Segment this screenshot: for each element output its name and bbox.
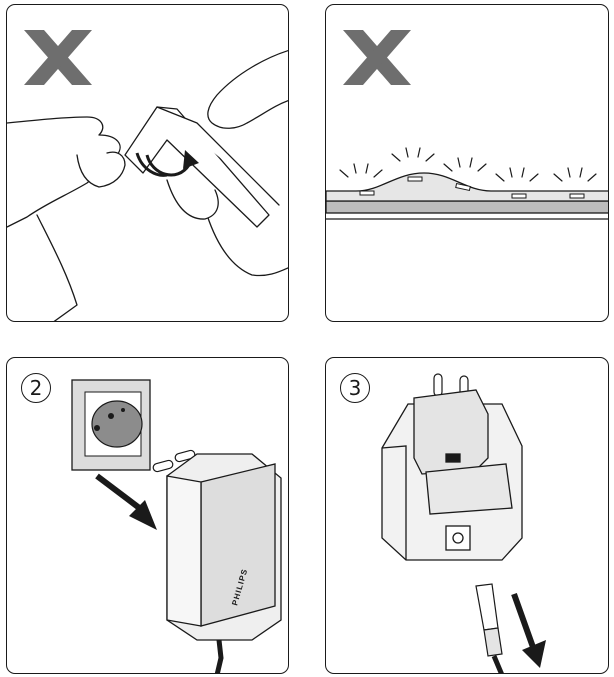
- folding-strip-illustration: [7, 30, 288, 321]
- power-adapter: [166, 453, 282, 641]
- adapter-socket-illustration: PHILIPS: [71, 379, 282, 673]
- step-number-badge: 3: [340, 373, 370, 403]
- panel-do-not-fold: [6, 4, 289, 322]
- power-adapter: [381, 389, 523, 561]
- dc-plug: [475, 583, 503, 657]
- uneven-surface-illustration: [326, 30, 608, 220]
- cross-icon: [24, 30, 92, 85]
- panel-uneven-surface: [325, 4, 609, 322]
- panel-step-2: 2 PHILIPS: [6, 357, 289, 674]
- wall-socket: [71, 379, 151, 471]
- cross-icon: [343, 30, 411, 85]
- step-number-badge: 2: [21, 373, 51, 403]
- dc-cable-illustration: [381, 373, 546, 673]
- panel-step-3: 3: [325, 357, 609, 674]
